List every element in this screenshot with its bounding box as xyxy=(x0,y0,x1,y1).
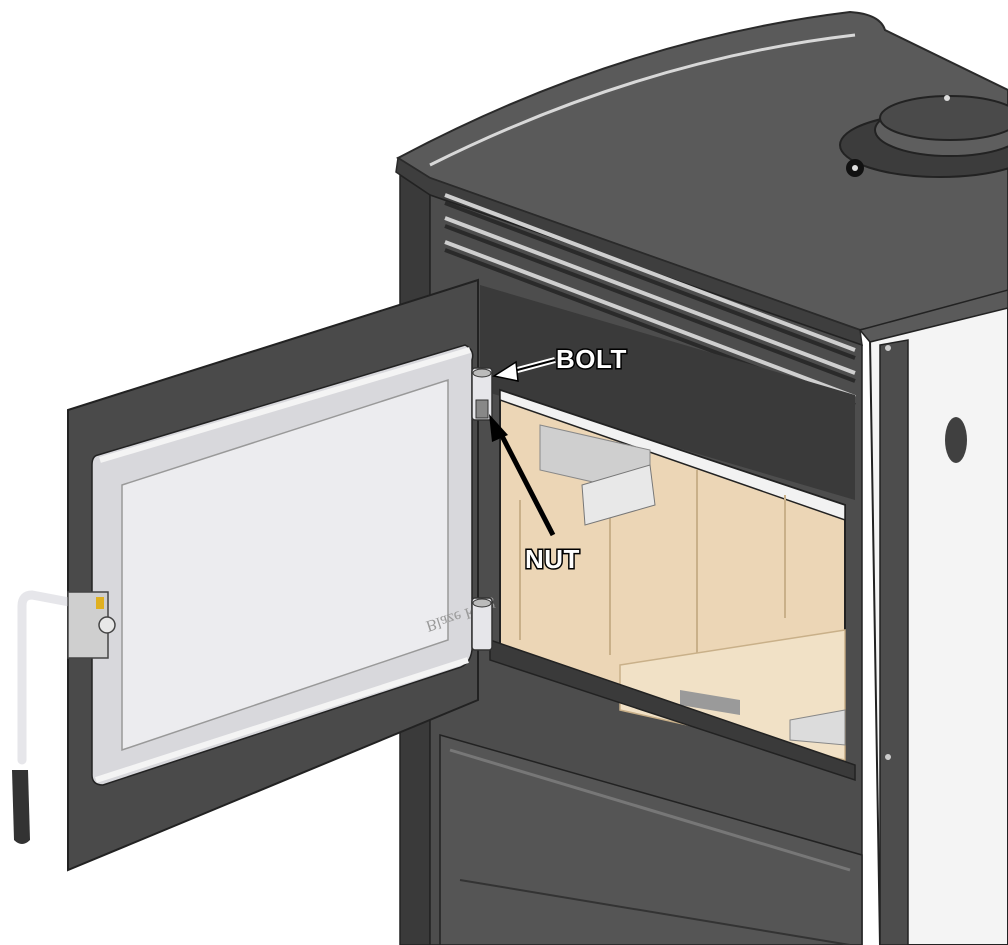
bolt-arrowhead xyxy=(492,360,519,382)
bolt-label: BOLT xyxy=(556,344,627,374)
side-panel xyxy=(858,289,1008,945)
door-handle xyxy=(12,590,116,844)
flue-collar xyxy=(839,95,1008,178)
lower-panel xyxy=(439,734,863,945)
firebox-door: Blaze King xyxy=(67,278,498,872)
stove-top xyxy=(395,10,1008,347)
nut-label: NUT xyxy=(525,544,580,574)
nut-arrowhead xyxy=(489,414,508,442)
nut-callout: NUT xyxy=(489,414,581,576)
firebox xyxy=(480,285,856,782)
hinge-upper xyxy=(471,367,493,421)
bolt-callout: BOLT xyxy=(492,343,628,382)
hinge-lower xyxy=(471,597,493,651)
